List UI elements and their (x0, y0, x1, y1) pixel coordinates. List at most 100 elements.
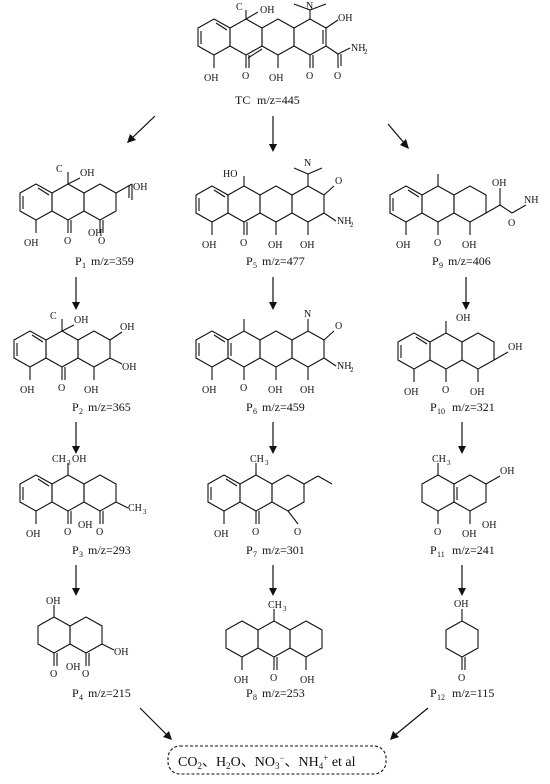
arrow-tc-p9 (387, 123, 406, 145)
atom-o-p2-b: O (58, 383, 65, 394)
caption-p5-sub: 5 (253, 261, 257, 270)
atom-oh-p2-c: OH (84, 385, 98, 396)
atom-oh-p8-a: OH (234, 675, 248, 686)
arrow-tc-p1 (129, 115, 156, 141)
atom-oh-p1-e: OH (133, 182, 147, 193)
final-sep3: 、 (285, 755, 299, 770)
caption-p5-prefix: P (246, 254, 253, 268)
atom-oh-p7-a: OH (214, 529, 228, 540)
caption-p1-prefix: P (75, 254, 82, 268)
atom-oh-p5-d: OH (300, 240, 314, 251)
atom-o-p8-b: O (270, 673, 277, 684)
atom-oh-p6-a: OH (202, 385, 216, 396)
final-no3-sup: − (279, 753, 284, 763)
atom-n-p6: N (304, 309, 311, 320)
arrowhead-p1-p2 (72, 302, 80, 310)
caption-p7-sub: 7 (253, 550, 257, 559)
atom-oh-p5-a: OH (202, 240, 216, 251)
atom-oh-p8-c: OH (300, 675, 314, 686)
atom-oh-p6-c: OH (268, 385, 282, 396)
arrowhead-tc-p9 (400, 139, 409, 149)
atom-oh-p9-d: OH (492, 178, 506, 189)
atom-ch3-sub-p3: 3 (67, 459, 71, 467)
final-h2o-sub: 2 (226, 761, 231, 771)
arrowhead-tc-p5 (269, 144, 277, 152)
atom-nh2-p5: NH (337, 216, 351, 227)
caption-p7-mz: m/z=301 (262, 543, 305, 557)
caption-p10-sub: 10 (437, 407, 445, 416)
structure-tc (197, 3, 351, 68)
arrowhead-p4-final (163, 731, 172, 740)
atom-oh-p3-c: OH (78, 520, 92, 531)
atom-c-p2-methyl: C (50, 311, 57, 322)
arrowhead-p5-p6 (269, 302, 277, 310)
atom-ch3-sub-p7: 3 (265, 459, 269, 467)
atom-oh-p4-c: OH (66, 662, 80, 673)
atom-oh-p1-c: OH (88, 228, 102, 239)
caption-p11-prefix: P (430, 543, 437, 557)
atom-o-p4-b: O (50, 669, 57, 680)
atom-o-p7-b: O (252, 527, 259, 538)
atom-oh-tc-b: OH (260, 5, 274, 16)
atom-ch3-p11: CH (432, 454, 446, 465)
atom-o-p3-d: O (96, 527, 103, 538)
arrowhead-p3-p4 (72, 588, 80, 596)
arrowhead-p2-p3 (72, 446, 80, 454)
caption-p1-sub: 1 (82, 261, 86, 270)
caption-p4-mz: m/z=215 (88, 686, 131, 700)
caption-p6-sub: 6 (253, 407, 257, 416)
final-nh4-sub: 4 (319, 761, 324, 771)
caption-p10-mz: m/z=321 (452, 400, 495, 414)
structure-p11 (421, 463, 501, 524)
atom-oh-tc-enol: OH (338, 13, 352, 24)
caption-p12-mz: m/z=115 (452, 686, 494, 700)
atom-c-tc-methyl: C (236, 2, 243, 13)
caption-p1-mz: m/z=359 (91, 254, 134, 268)
atom-oh-p1-a: OH (24, 238, 38, 249)
arrowhead-tc-p1 (127, 134, 136, 143)
caption-p5-mz: m/z=477 (262, 254, 305, 268)
atom-oh-p2-a: OH (20, 385, 34, 396)
atom-oh-p2-f: OH (74, 315, 88, 326)
caption-p11-mz: m/z=241 (452, 543, 495, 557)
caption-p4-sub: 4 (79, 693, 83, 702)
atom-o-tc-d: O (306, 71, 313, 82)
caption-p8-sub: 8 (253, 693, 257, 702)
final-co2: CO (178, 755, 197, 770)
caption-tc-mz: m/z=445 (257, 93, 300, 107)
caption-p2-prefix: P (72, 400, 79, 414)
atom-o-p7-c: O (294, 527, 301, 538)
caption-p11-sub: 11 (437, 550, 445, 559)
atom-oh-tc-a: OH (204, 73, 218, 84)
final-sep2: 、 (241, 755, 255, 770)
atom-o-tc-amide: O (334, 71, 341, 82)
atom-nh2-tc: NH (351, 43, 365, 54)
caption-p3-prefix: P (72, 543, 79, 557)
final-etal: et al (328, 755, 355, 770)
structure-p7 (207, 463, 333, 525)
atom-oh-p10-c: OH (470, 387, 484, 398)
atom-ch3-sub-p8: 3 (283, 605, 287, 613)
atom-oh-p11-d: OH (500, 466, 514, 477)
arrowhead-p12-final (390, 731, 399, 740)
structure-p1 (19, 172, 133, 233)
atom-ch3-p7: CH (250, 454, 264, 465)
arrowhead-p10-p11 (458, 446, 466, 454)
atom-o-p9-e: O (508, 218, 515, 229)
final-no3: NO (255, 755, 275, 770)
structure-p2 (13, 319, 123, 380)
atom-oh-tc-c: OH (269, 73, 283, 84)
atom-o-p5-b: O (240, 238, 247, 249)
atom-nh2-p9: NH (524, 195, 538, 206)
atom-oh-p11-c: OH (482, 520, 496, 531)
structure-p3 (19, 463, 129, 524)
final-nh4-sup: + (323, 753, 328, 763)
caption-p6-prefix: P (246, 400, 253, 414)
caption-p8-prefix: P (246, 686, 253, 700)
caption-p12-sub: 12 (437, 693, 445, 702)
final-co2-sub: 2 (197, 761, 202, 771)
arrow-p4-final (139, 707, 169, 737)
atom-oh-p9-c: OH (462, 240, 476, 251)
caption-p9-mz: m/z=406 (448, 254, 491, 268)
atom-o-p11-a: O (434, 527, 441, 538)
